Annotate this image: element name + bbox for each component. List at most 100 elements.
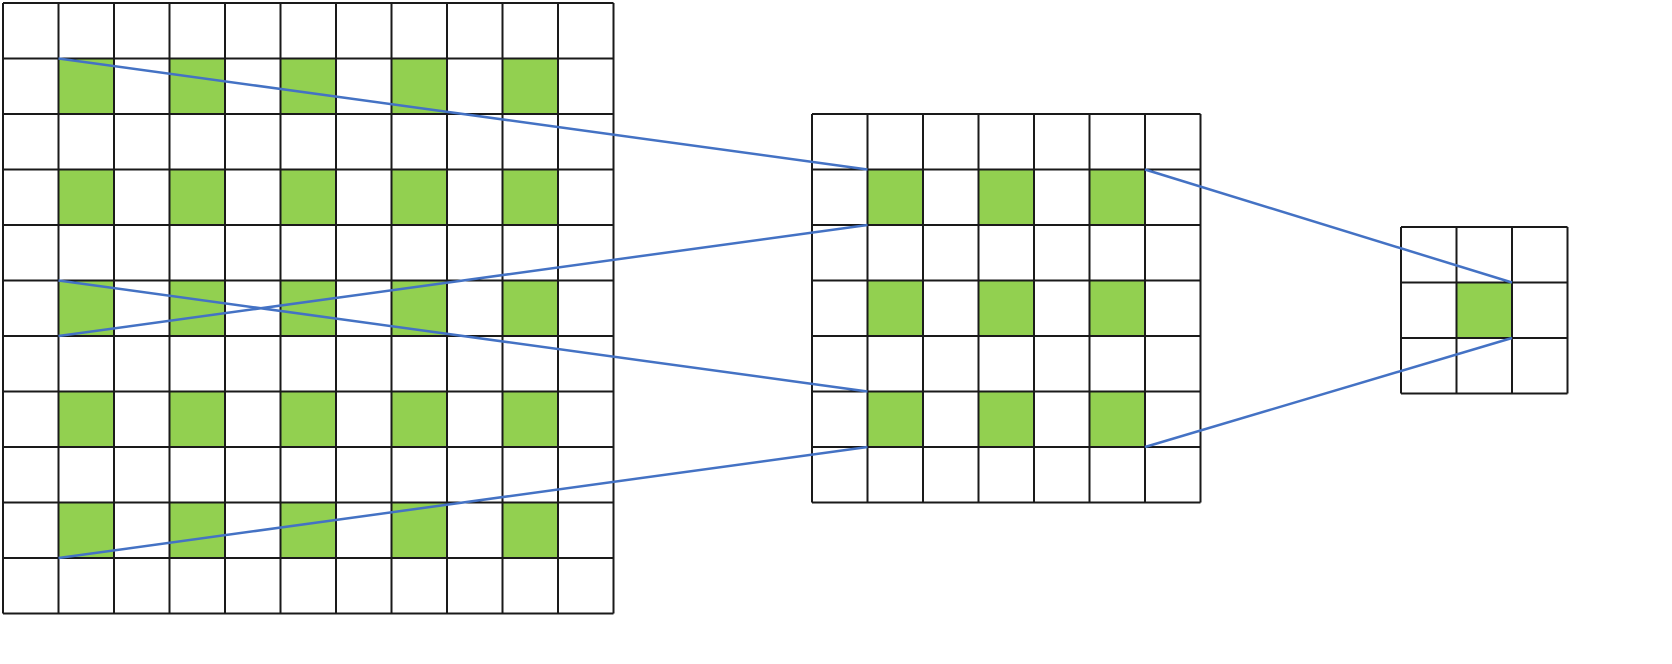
grid-cell [558,58,614,114]
grid-cell [225,447,281,503]
grid-cell [558,3,614,59]
highlighted-cell [58,169,114,225]
grid-cell [280,225,336,281]
highlighted-cell [58,391,114,447]
highlighted-cell [978,280,1034,336]
grid-cell [336,391,392,447]
grid-cell [1034,169,1090,225]
grid-cell [169,3,225,59]
grid-cell [923,114,979,170]
grid-cell [867,336,923,392]
highlighted-cell [58,280,114,336]
grid-cell [447,225,503,281]
grid-cell [169,558,225,614]
grid-cell [169,114,225,170]
highlighted-cell [978,391,1034,447]
grid-cell [978,336,1034,392]
highlighted-cell [1456,282,1512,338]
grid-cell [336,3,392,59]
grid-cell [812,391,868,447]
grid-cell [812,225,868,281]
grid-cell [225,3,281,59]
grid-cell [447,114,503,170]
grid-cell [447,58,503,114]
grid-cell [867,114,923,170]
grid-cell [447,558,503,614]
grid-cell [923,336,979,392]
highlighted-cell [169,391,225,447]
grid-cell [558,558,614,614]
grid-cell [812,114,868,170]
grid-cell [3,225,59,281]
grid-cell [169,336,225,392]
grid-cell [447,336,503,392]
grid-cell [1512,338,1568,394]
grid-cell [923,280,979,336]
grid-cell [336,58,392,114]
grid-cell [1401,227,1457,283]
grid-cell [225,391,281,447]
highlighted-cell [867,280,923,336]
grid-cell [1512,227,1568,283]
grid-cell [1034,447,1090,503]
highlighted-cell [391,169,447,225]
grid-cell [169,447,225,503]
grid-cell [225,558,281,614]
connectors [58,57,1513,560]
grid-cell [978,225,1034,281]
grid-cell [280,114,336,170]
highlighted-cell [502,58,558,114]
connector-line [58,57,868,171]
grid-cell [3,169,59,225]
grid-cell [114,558,170,614]
grid-cell [1401,338,1457,394]
connector-line [58,223,868,338]
highlighted-cell [280,391,336,447]
grid-cell [280,336,336,392]
grid-cell [114,114,170,170]
grid-cell [447,280,503,336]
grid-cell [558,502,614,558]
highlighted-cell [978,169,1034,225]
grid-cell [58,447,114,503]
grid-cell [1034,280,1090,336]
grid-cell [447,169,503,225]
grid-cell [3,502,59,558]
grid-cell [502,3,558,59]
grid-cell [3,3,59,59]
grid-cell [3,558,59,614]
grid-cell [114,336,170,392]
grid-cell [1145,336,1201,392]
grid-cell [1512,282,1568,338]
grid-cell [336,502,392,558]
grid-cell [923,447,979,503]
grid-cell [1034,336,1090,392]
grid-cell [812,447,868,503]
highlighted-cell [280,280,336,336]
grid-cell [558,225,614,281]
highlighted-cell [1089,169,1145,225]
grid-cell [812,169,868,225]
connector-line [58,279,868,393]
highlighted-cell [867,169,923,225]
grid-cell [1089,447,1145,503]
grid-cell [391,336,447,392]
grid-cell [558,280,614,336]
highlighted-cell [1089,391,1145,447]
grid-cell [447,391,503,447]
grid-cell [336,280,392,336]
grid-cell [336,558,392,614]
output-grid [1400,226,1569,395]
grid-cell [225,225,281,281]
input-grid [2,2,615,615]
grid-cell [867,447,923,503]
grid-cell [336,225,392,281]
highlighted-cell [1089,280,1145,336]
highlighted-cell [280,502,336,558]
grid-cell [923,225,979,281]
highlighted-cell [169,58,225,114]
highlighted-cell [169,169,225,225]
grid-cell [225,336,281,392]
grid-cell [114,169,170,225]
grid-cell [391,225,447,281]
